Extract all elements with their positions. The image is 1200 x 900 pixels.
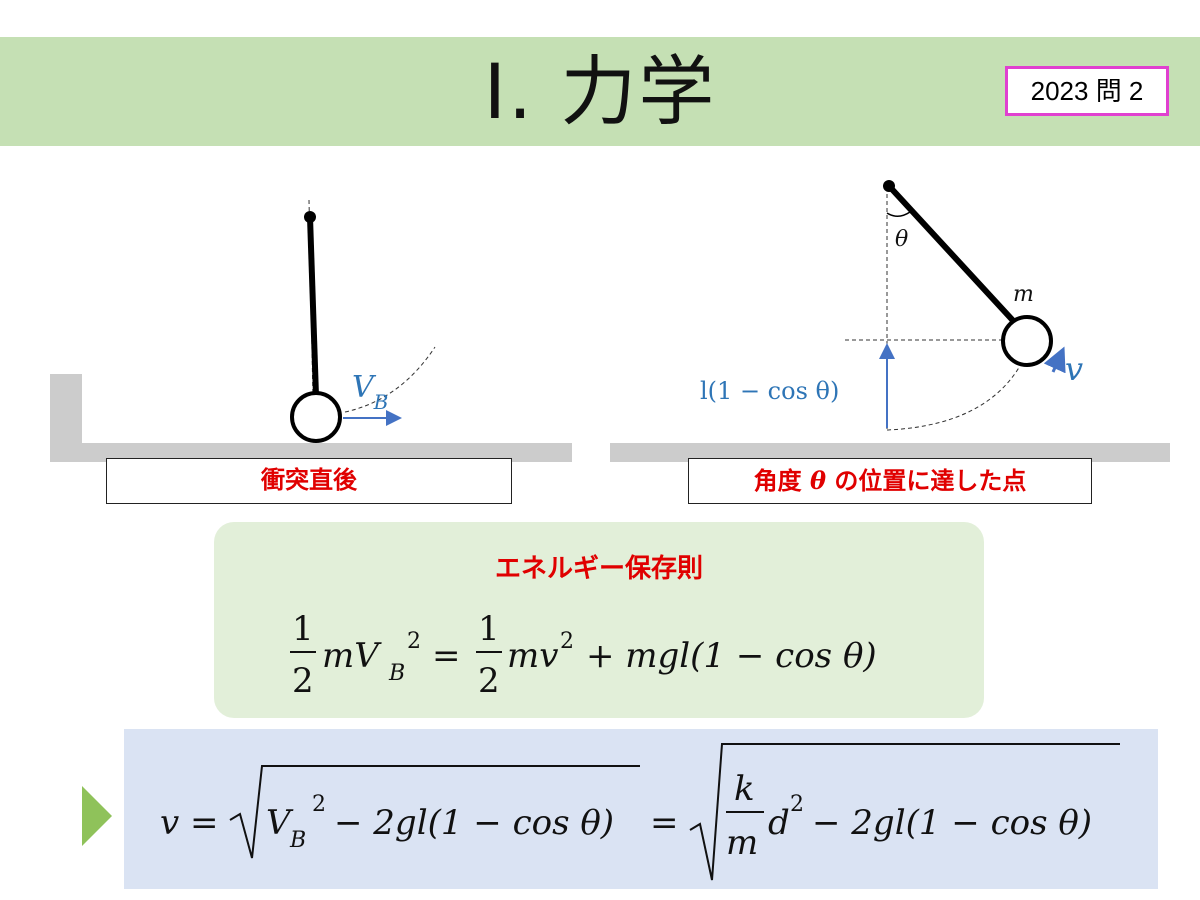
caption-left-text: 衝突直後 bbox=[261, 466, 357, 494]
theta-angle-arc bbox=[886, 211, 911, 217]
left-floor bbox=[50, 374, 572, 462]
eq2-root1-sign bbox=[229, 765, 640, 859]
eq2-equals: = bbox=[650, 803, 679, 843]
eq2-root2-sup: 2 bbox=[790, 792, 804, 817]
eq2-root1-sub: B bbox=[289, 828, 306, 853]
result-box bbox=[124, 729, 1158, 889]
eq2-root1-V: V bbox=[266, 803, 294, 843]
left-bob bbox=[290, 391, 342, 443]
right-pivot bbox=[883, 180, 895, 192]
eq2-root2-d: d bbox=[768, 803, 790, 843]
eq1-rhs-sup: 2 bbox=[560, 629, 574, 654]
eq1-frac1-den: 2 bbox=[292, 661, 314, 701]
eq2-frac-den: m bbox=[726, 823, 758, 863]
right-pendulum-rod bbox=[886, 183, 1021, 329]
label-VB: VB bbox=[352, 370, 388, 414]
right-floor bbox=[610, 443, 1170, 462]
label-theta: θ bbox=[895, 227, 908, 252]
velocity-arrow-v bbox=[1043, 346, 1066, 374]
eq2-root1-rest: − 2gl(1 − cos θ) bbox=[334, 803, 614, 843]
caption-right: 角度 θ の位置に達した点 bbox=[688, 458, 1092, 504]
energy-conservation-box bbox=[214, 522, 984, 718]
caption-right-suffix: の位置に達した点 bbox=[834, 467, 1027, 495]
caption-left: 衝突直後 bbox=[106, 458, 512, 504]
label-height: l(1 − cos θ) bbox=[700, 377, 839, 405]
eq1-rhs-mv: mv bbox=[507, 636, 558, 676]
eq1-equals: = bbox=[432, 636, 461, 676]
page-title: Ⅰ. 力学 bbox=[483, 47, 717, 136]
label-velocity: v bbox=[1065, 350, 1083, 388]
law-title: エネルギー保存則 bbox=[494, 554, 703, 584]
left-swing-arc bbox=[344, 346, 436, 413]
label-mass: m bbox=[1013, 282, 1034, 307]
left-diagram: VB bbox=[50, 199, 572, 462]
caption-right-prefix: 角度 bbox=[753, 467, 802, 495]
left-pivot bbox=[304, 211, 316, 223]
eq1-lhs-sub: B bbox=[388, 661, 405, 686]
title-banner bbox=[0, 37, 1200, 146]
eq2-root2-sign bbox=[689, 743, 1120, 881]
eq1-lhs-sup: 2 bbox=[407, 629, 421, 654]
right-bob bbox=[1001, 315, 1053, 367]
eq2-root2-rest: − 2gl(1 − cos θ) bbox=[812, 803, 1092, 843]
eq1-rhs-rest: + mgl(1 − cos θ) bbox=[586, 636, 877, 676]
equation-velocity: v = V B 2 − 2gl(1 − cos θ) = k m d 2 − 2… bbox=[160, 743, 1120, 881]
left-pendulum-rod bbox=[307, 216, 319, 397]
eq1-frac2-den: 2 bbox=[478, 661, 500, 701]
eq1-lhs-body: mV bbox=[322, 636, 382, 676]
right-diagram: θ m v l(1 − cos θ) bbox=[610, 180, 1170, 462]
eq2-root1-sup: 2 bbox=[312, 792, 326, 817]
eq1-frac2-num: 1 bbox=[478, 609, 500, 649]
eq2-frac-num: k bbox=[734, 769, 755, 809]
equation-energy: 1 2 mV B 2 = 1 2 mv 2 + mgl(1 − cos θ) bbox=[290, 609, 877, 701]
exam-badge: 2023 問 2 bbox=[1005, 66, 1169, 116]
play-arrow-icon bbox=[82, 786, 112, 846]
eq2-lhs: v = bbox=[160, 803, 219, 843]
caption-right-theta: θ bbox=[809, 466, 826, 495]
eq1-frac1-num: 1 bbox=[292, 609, 314, 649]
